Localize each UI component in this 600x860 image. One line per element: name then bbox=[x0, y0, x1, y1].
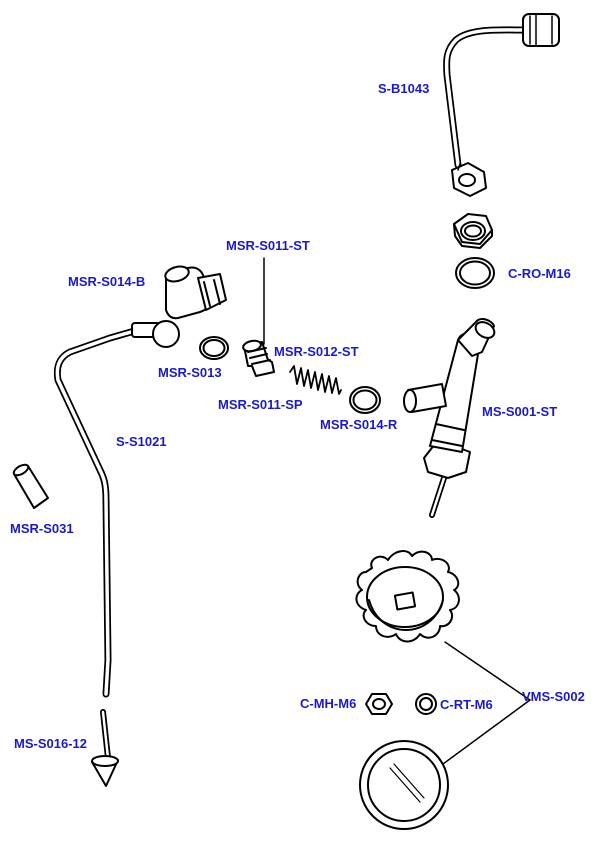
steam-pipe-s-b1043 bbox=[447, 14, 559, 196]
washer-c-rt-m6 bbox=[416, 694, 436, 714]
hex-nut-m16 bbox=[454, 214, 492, 248]
label-c-mh-m6: C-MH-M6 bbox=[300, 696, 357, 711]
spring-msr-s011-sp bbox=[290, 366, 341, 394]
label-s-b1043: S-B1043 bbox=[378, 81, 430, 96]
label-c-rt-m6: C-RT-M6 bbox=[440, 697, 493, 712]
label-msr-s014-b: MSR-S014-B bbox=[68, 274, 146, 289]
valve-stem-msr-s011-st bbox=[242, 258, 274, 376]
label-ms-s001-st: MS-S001-ST bbox=[482, 404, 558, 419]
label-s-s1021: S-S1021 bbox=[116, 434, 167, 449]
label-msr-s013: MSR-S013 bbox=[158, 365, 222, 380]
label-vms-s002: VMS-S002 bbox=[522, 689, 585, 704]
steam-wand-s-s1021 bbox=[57, 321, 179, 694]
o-ring-c-ro-m16 bbox=[456, 258, 494, 288]
washer-msr-s013 bbox=[200, 337, 228, 359]
washer-msr-s014-r bbox=[350, 387, 380, 413]
label-msr-s011-st: MSR-S011-ST bbox=[226, 238, 310, 253]
label-msr-s012-st: MSR-S012-ST bbox=[274, 344, 359, 359]
label-ms-s016-12: MS-S016-12 bbox=[14, 736, 87, 751]
steam-tip-ms-s016-12 bbox=[92, 712, 118, 786]
fitting-msr-s014-b bbox=[164, 264, 226, 318]
label-msr-s011-sp: MSR-S011-SP bbox=[218, 397, 303, 412]
knob-cap-disc bbox=[360, 741, 448, 829]
steam-valve-ms-s001-st bbox=[404, 319, 497, 515]
hex-nut-c-mh-m6 bbox=[366, 694, 392, 714]
label-msr-s031: MSR-S031 bbox=[10, 521, 74, 536]
label-msr-s014-r: MSR-S014-R bbox=[320, 417, 398, 432]
tube-msr-s031 bbox=[12, 463, 48, 508]
knob-vms-s002 bbox=[356, 551, 530, 764]
label-c-ro-m16: C-RO-M16 bbox=[508, 266, 571, 281]
